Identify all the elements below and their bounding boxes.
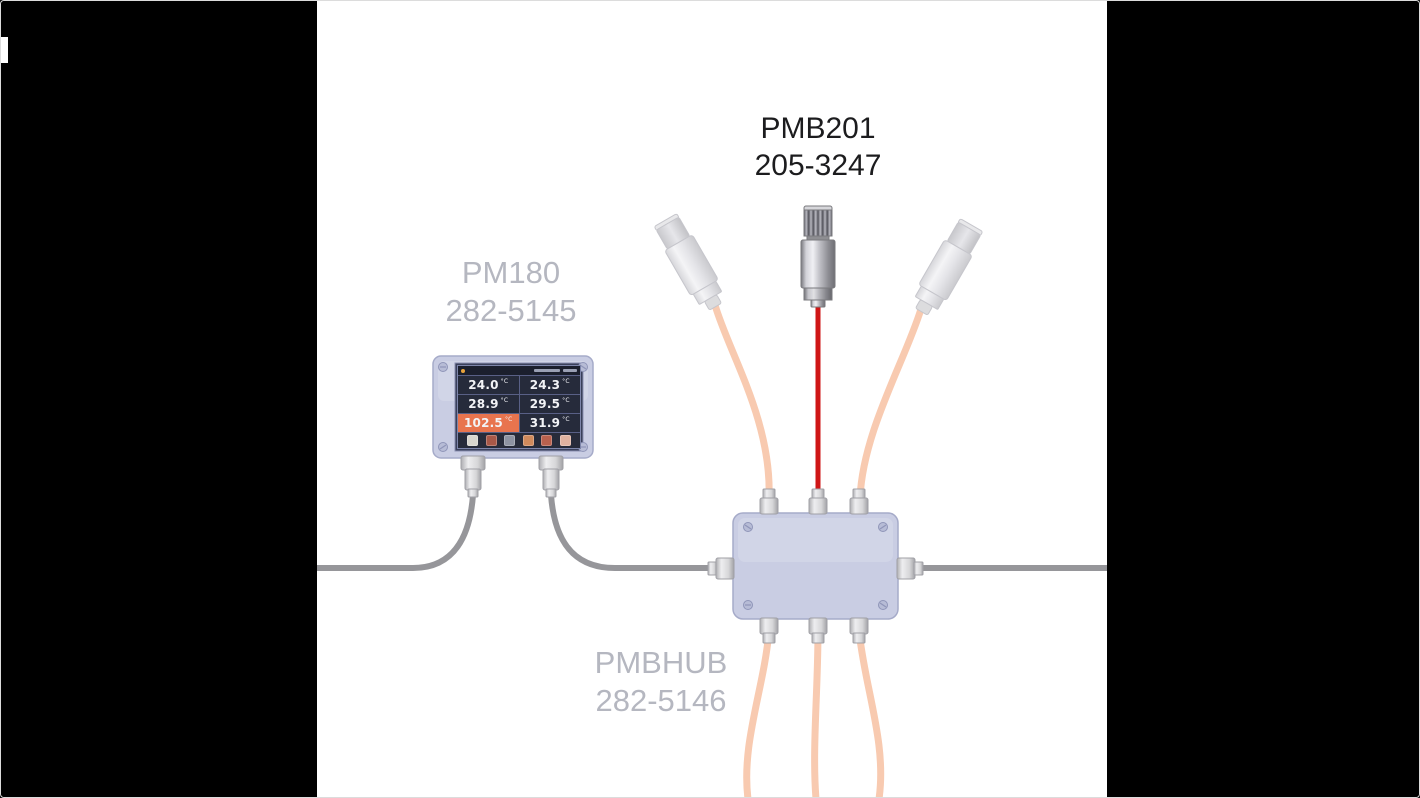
status-text-placeholder [563,369,577,372]
label-pmbhub: PMBHUB 282-5146 [595,644,728,720]
reading-unit: °C [562,397,570,404]
reading-value: 31.9 [529,416,561,430]
screw-icons [743,522,888,610]
reading-unit: °C [562,378,570,385]
probe-cable-left [711,301,773,502]
product-name: PM180 [461,255,561,290]
meter-to-hub-cable [548,492,715,571]
reading-cell-ch1: 24.0 °C [458,376,519,394]
label-pmb201: PMB201 205-3247 [755,111,882,184]
letterbox-right [1107,1,1419,797]
reading-cell-ch4: 29.5 °C [519,395,580,413]
pmbhub-junction-box [707,488,924,644]
diagram-canvas: 24.0 °C 24.3 °C 28.9 °C 29.5 °C 102.5 [317,1,1107,797]
probe-cable-bottom-right [855,627,885,797]
data-cables [317,492,1107,571]
probe-cable-bottom-left [743,627,773,797]
label-pm180: PM180 282-5145 [445,254,576,330]
secondary-probe-right [915,218,983,315]
reading-value: 24.3 [529,378,561,392]
screen-toolbar-icon [504,435,516,446]
screen-toolbar-icon [522,435,534,446]
reading-unit: °C [500,378,509,385]
status-text-placeholder [534,369,560,372]
screen-toolbar-icon [485,435,497,446]
reading-value: 102.5 [463,416,503,430]
screen-toolbar-icon [559,435,571,446]
pmb201-probe [800,205,836,308]
status-led-icon [461,368,465,373]
edge-artifact [1,37,8,63]
reading-cell-ch6: 31.9 °C [519,414,580,432]
screen-toolbar-icon [467,435,479,446]
product-name: PMBHUB [594,645,728,680]
product-part-number: 282-5145 [445,292,577,328]
meter-cable-left-exit [317,492,476,571]
reading-cell-ch5-alarm: 102.5 °C [458,414,519,432]
product-name: PMB201 [760,112,876,145]
reading-value: 28.9 [468,397,499,411]
product-part-number: 282-5146 [595,682,727,718]
screen-toolbar-icon [541,435,553,446]
reading-value: 24.0 [468,378,499,392]
screen-toolbar [458,433,580,448]
readings-grid: 24.0 °C 24.3 °C 28.9 °C 29.5 °C 102.5 [458,375,580,433]
pm180-screen: 24.0 °C 24.3 °C 28.9 °C 29.5 °C 102.5 [457,365,581,449]
secondary-probe-left [654,213,722,310]
reading-cell-ch2: 24.3 °C [519,376,580,394]
probe-cable-right [856,305,925,502]
reading-cell-ch3: 28.9 °C [458,395,519,413]
reading-unit: °C [504,416,513,423]
letterbox-left [1,1,317,797]
product-part-number: 205-3247 [754,148,882,182]
reading-unit: °C [500,397,509,404]
probe-cables [711,301,925,797]
probe-cable-bottom-middle [811,627,822,797]
meter-cable-glands [460,455,564,498]
screen-status-bar [458,366,580,375]
reading-unit: °C [562,416,570,423]
reading-value: 29.5 [529,397,561,411]
hub-cable-glands [707,488,924,644]
